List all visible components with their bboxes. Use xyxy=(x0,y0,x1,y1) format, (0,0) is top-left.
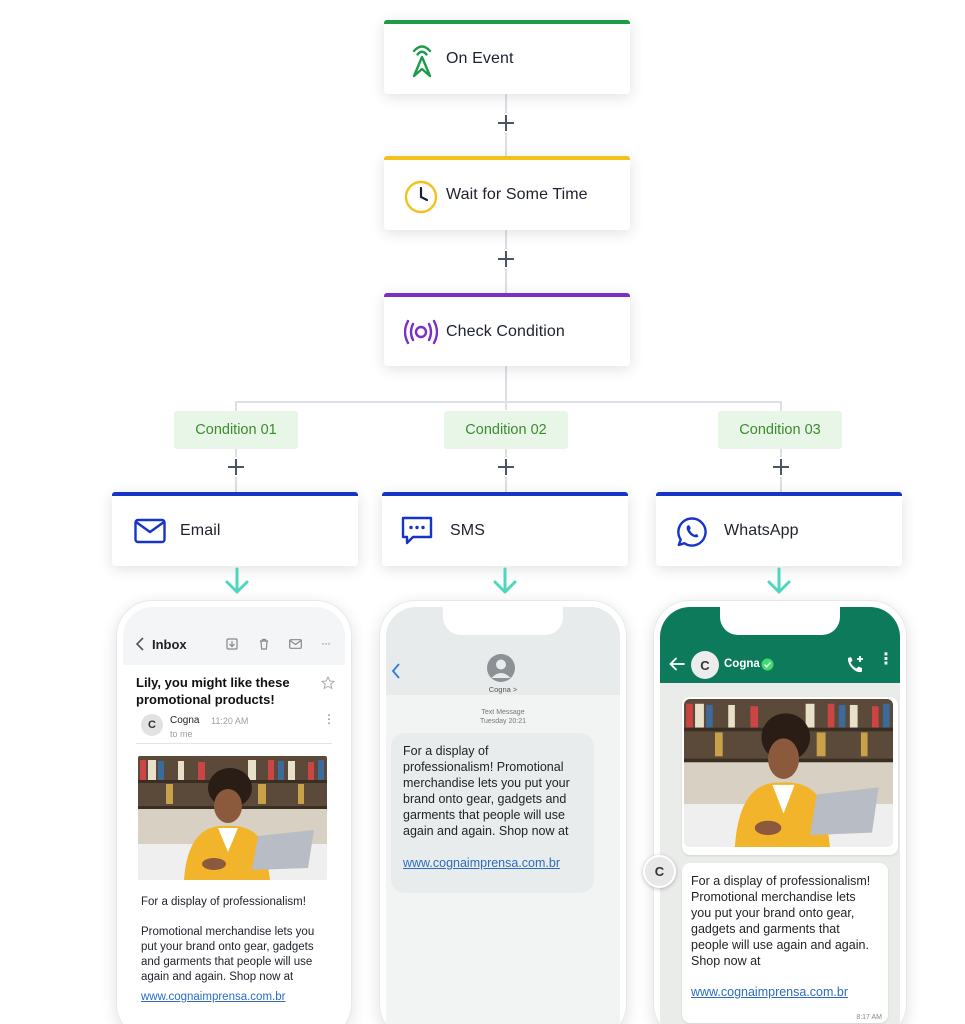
email-line-2: Promotional merchandise lets you put you… xyxy=(141,926,315,983)
add-step-button[interactable] xyxy=(496,249,516,269)
connector-line xyxy=(235,401,237,411)
sms-phone-mockup: Cogna > Text Message Tuesday 20:21 For a… xyxy=(379,600,627,1024)
whatsapp-phone-mockup: C Cogna ⋮ xyxy=(653,600,907,1024)
archive-icon[interactable] xyxy=(226,638,238,650)
envelope-icon xyxy=(134,518,166,544)
down-arrow-icon xyxy=(767,567,791,594)
down-arrow-icon xyxy=(493,567,517,594)
email-screen: Inbox ··· Lily, you might like these pro… xyxy=(123,607,345,1024)
connector-line xyxy=(780,401,782,411)
down-arrow-icon xyxy=(225,567,249,594)
add-call-icon[interactable] xyxy=(845,654,865,674)
sender-avatar: C xyxy=(141,714,163,736)
sms-screen: Cogna > Text Message Tuesday 20:21 For a… xyxy=(386,607,620,1024)
broadcast-tower-icon xyxy=(412,45,432,78)
contact-avatar-icon xyxy=(487,654,515,682)
add-step-button[interactable] xyxy=(496,457,516,477)
whatsapp-message: For a display of professionalism! Promot… xyxy=(691,874,871,968)
inbox-label[interactable]: Inbox xyxy=(152,637,187,652)
email-recipient: to me xyxy=(170,729,193,739)
clock-icon xyxy=(404,180,438,214)
wait-node[interactable]: Wait for Some Time xyxy=(384,156,630,230)
kebab-menu-icon[interactable]: ⋮ xyxy=(878,651,894,668)
sms-node[interactable]: SMS xyxy=(382,492,628,566)
condition-02-badge[interactable]: Condition 02 xyxy=(444,411,568,449)
whatsapp-image-bubble xyxy=(682,697,898,855)
sms-contact-name[interactable]: Cogna > xyxy=(488,685,518,694)
promo-photo xyxy=(684,699,893,847)
divider xyxy=(136,743,332,744)
node-label: WhatsApp xyxy=(724,522,799,539)
email-link[interactable]: www.cognaimprensa.com.br xyxy=(141,991,286,1003)
whatsapp-contact-name[interactable]: Cogna xyxy=(724,658,760,670)
email-card: Lily, you might like these promotional p… xyxy=(123,665,345,1024)
whatsapp-node[interactable]: WhatsApp xyxy=(656,492,902,566)
add-step-button[interactable] xyxy=(771,457,791,477)
condition-01-badge[interactable]: Condition 01 xyxy=(174,411,298,449)
node-label: Wait for Some Time xyxy=(446,186,588,203)
email-line-1: For a display of professionalism! xyxy=(141,896,306,908)
email-node[interactable]: Email xyxy=(112,492,358,566)
connector-line xyxy=(505,366,507,410)
email-body: Lily, you might like these promotional p… xyxy=(123,665,345,1024)
whatsapp-chat: For a display of professionalism! Promot… xyxy=(660,683,900,1024)
email-time: 11:20 AM xyxy=(211,716,249,726)
sms-meta-time: Tuesday 20:21 xyxy=(479,718,527,725)
back-chevron-icon[interactable] xyxy=(135,637,145,651)
signal-icon xyxy=(404,319,438,345)
mail-icon[interactable] xyxy=(289,639,302,649)
chat-bubble-icon xyxy=(401,516,433,545)
whatsapp-message-time: 8:17 AM xyxy=(856,1014,882,1021)
sms-message: For a display of professionalism! Promot… xyxy=(403,744,570,838)
add-step-button[interactable] xyxy=(226,457,246,477)
back-arrow-icon[interactable] xyxy=(669,657,685,671)
phone-notch xyxy=(443,607,563,635)
trash-icon[interactable] xyxy=(258,638,270,650)
back-chevron-icon[interactable] xyxy=(391,663,401,679)
node-label: On Event xyxy=(446,50,514,67)
sender-name: Cogna xyxy=(170,715,200,726)
more-icon[interactable]: ··· xyxy=(321,636,331,650)
whatsapp-icon xyxy=(677,517,707,547)
check-condition-node[interactable]: Check Condition xyxy=(384,293,630,366)
whatsapp-link[interactable]: www.cognaimprensa.com.br xyxy=(691,985,849,999)
email-subject: Lily, you might like these promotional p… xyxy=(136,675,290,707)
whatsapp-avatar[interactable]: C xyxy=(691,651,719,679)
phone-notch xyxy=(720,607,840,635)
promo-photo xyxy=(138,756,327,880)
sms-meta-type: Text Message xyxy=(481,709,525,716)
email-toolbar: Inbox ··· xyxy=(123,607,345,665)
whatsapp-screen: C Cogna ⋮ xyxy=(660,607,900,1024)
branch-line xyxy=(235,401,781,403)
node-label: Email xyxy=(180,522,221,539)
email-phone-mockup: Inbox ··· Lily, you might like these pro… xyxy=(116,600,352,1024)
whatsapp-text-bubble: For a display of professionalism! Promot… xyxy=(682,863,888,1023)
sms-link[interactable]: www.cognaimprensa.com.br xyxy=(403,856,561,870)
condition-03-badge[interactable]: Condition 03 xyxy=(718,411,842,449)
node-label: Check Condition xyxy=(446,322,565,340)
whatsapp-sender-avatar: C xyxy=(643,855,676,888)
verified-badge-icon xyxy=(761,658,774,671)
on-event-node[interactable]: On Event xyxy=(384,20,630,94)
add-step-button[interactable] xyxy=(496,113,516,133)
node-label: SMS xyxy=(450,522,485,539)
kebab-menu-icon[interactable]: ⋮ xyxy=(323,712,335,726)
star-icon[interactable] xyxy=(321,676,335,690)
sms-message-bubble: For a display of professionalism! Promot… xyxy=(391,733,594,893)
